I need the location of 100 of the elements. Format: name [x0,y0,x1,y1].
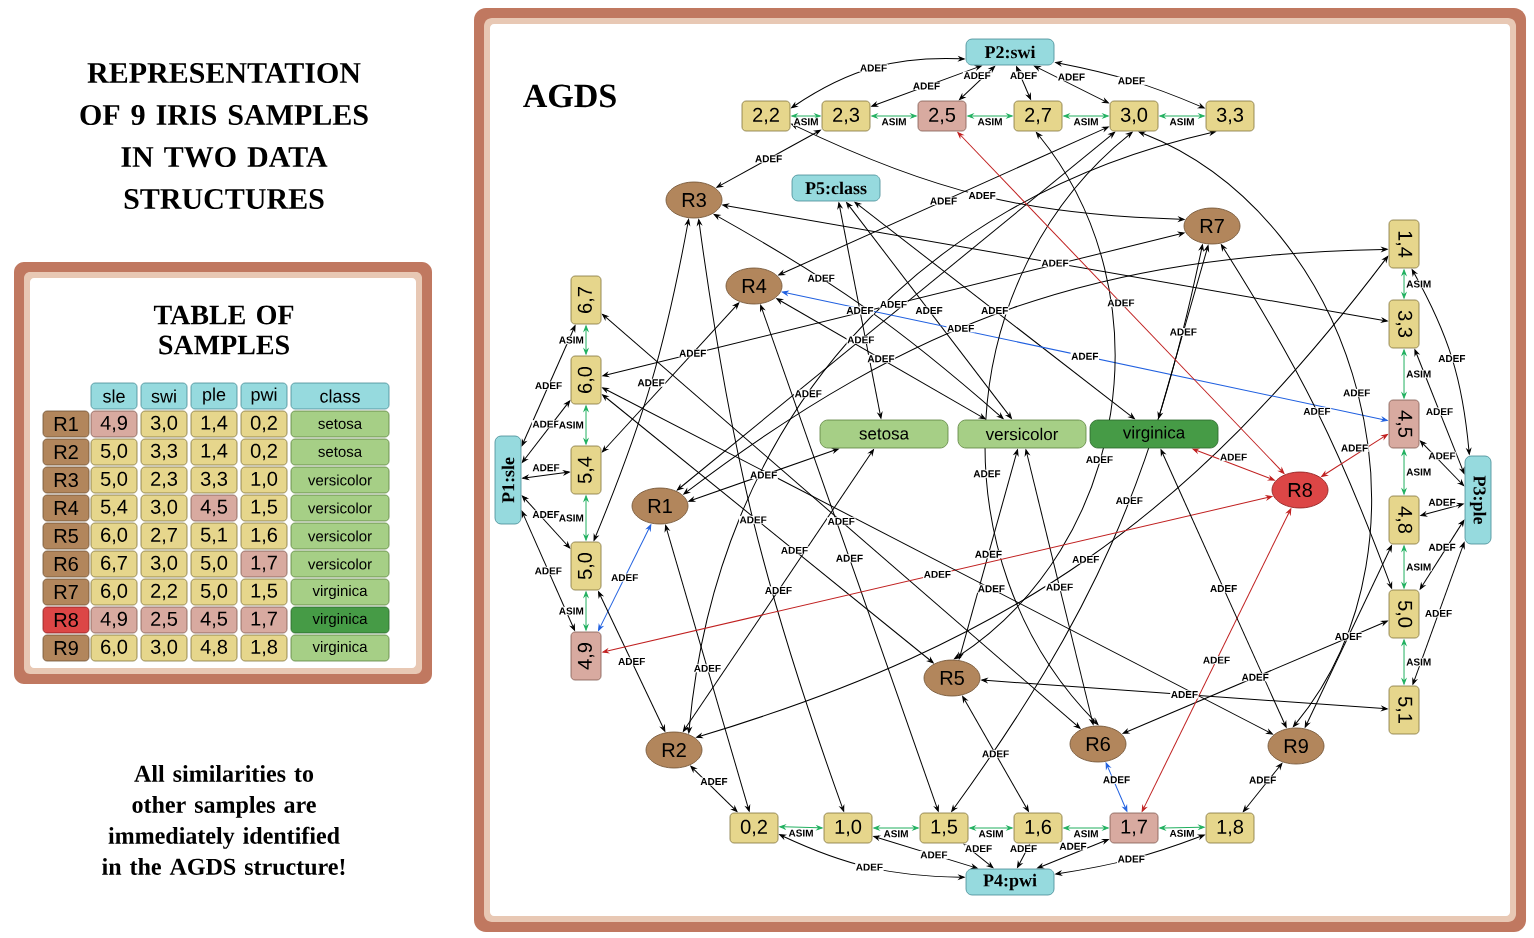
connector [981,678,1388,711]
row-label: R9 [42,634,90,662]
connector [837,202,883,419]
connector [1420,502,1464,517]
value-box: 1,6 [1013,812,1063,844]
value-box: 2,2 [741,100,791,132]
connector [1024,449,1095,725]
connector [1401,449,1407,495]
row-label: R6 [42,550,90,578]
connector [1242,762,1283,812]
value-cell: 5,0 [190,578,238,606]
connector [1138,131,1372,728]
value-box: 3,0 [1109,100,1159,132]
connector [1016,66,1032,100]
value-box: 0,2 [729,812,779,844]
row-label: R5 [42,522,90,550]
value-cell: 5,4 [90,494,138,522]
value-cell: 1,4 [190,410,238,438]
value-cell: 6,0 [90,578,138,606]
value-cell: 4,9 [90,606,138,634]
value-cell: 1,0 [240,466,288,494]
connector [522,470,570,480]
value-cell: 4,8 [190,634,238,662]
connector [722,203,1388,323]
connector [521,495,571,549]
connector [951,244,1204,812]
connector [1192,448,1275,481]
connector [1412,542,1465,685]
connector [1141,508,1292,812]
connector [1160,449,1287,728]
value-cell: 6,7 [90,550,138,578]
connector [873,825,919,831]
row-label: R2 [42,438,90,466]
connector [602,394,934,664]
title: REPRESENTATION OF 9 IRIS SAMPLES IN TWO DATA STRUCTURES [80,62,368,210]
value-cell: 5,0 [90,438,138,466]
connector [779,824,823,831]
value-box: 1,5 [919,812,969,844]
connector [957,131,1285,474]
connector [985,131,1133,726]
value-box: 2,7 [1013,100,1063,132]
connector [1321,433,1388,477]
connector [664,524,751,812]
connector [583,405,589,445]
connector [1159,113,1205,119]
value-cell: 0,2 [240,410,288,438]
value-box: 5,0 [570,541,602,591]
connector [593,219,690,541]
connector [1411,269,1472,455]
connector [1037,838,1109,869]
value-cell: 2,2 [140,578,188,606]
value-cell: 6,0 [90,522,138,550]
class-box: versicolor [957,419,1087,449]
row-label: R4 [42,494,90,522]
value-cell: 1,7 [240,550,288,578]
connector [1401,639,1407,685]
connector [521,400,571,463]
value-cell: 2,7 [140,522,188,550]
connector [1055,61,1205,109]
parameter-box: P2:swi [965,38,1055,66]
header-cell: pwi [240,382,288,410]
connector [954,132,1116,660]
connector [781,290,1388,422]
value-cell: 1,4 [190,438,238,466]
connector [690,765,738,813]
connector [583,591,589,631]
header-cell: ple [190,382,238,410]
connector [1055,834,1205,876]
value-box: 1,0 [823,812,873,844]
connector [601,302,740,453]
value-box: 1,4 [1388,219,1420,269]
table-heading: TABLE OF SAMPLES [153,305,294,355]
connector [1063,113,1109,119]
value-cell: 1,6 [240,522,288,550]
value-box: 2,3 [821,100,871,132]
connector [713,213,1004,420]
value-box: 5,4 [570,445,602,495]
connector [1157,245,1209,419]
connector [778,126,1109,276]
row-label: R3 [42,466,90,494]
header-cell: swi [140,382,188,410]
value-cell: 4,9 [90,410,138,438]
connector [683,247,1388,495]
connector [521,510,576,631]
value-cell: 3,0 [140,494,188,522]
value-cell: 6,0 [90,634,138,662]
connector [1401,349,1407,399]
connector [682,449,874,732]
value-cell: 5,1 [190,522,238,550]
parameter-box: P5:class [791,174,881,202]
caption: All similarities to other samples are immediately identified in the AGDS structure! [102,765,345,875]
value-box: 4,8 [1388,495,1420,545]
connector [583,325,589,355]
connector [959,65,996,101]
connector [583,495,589,541]
connector [1122,620,1388,734]
connector [871,65,982,107]
connector [521,325,576,447]
connector [760,304,939,812]
value-cell: 4,5 [190,494,238,522]
